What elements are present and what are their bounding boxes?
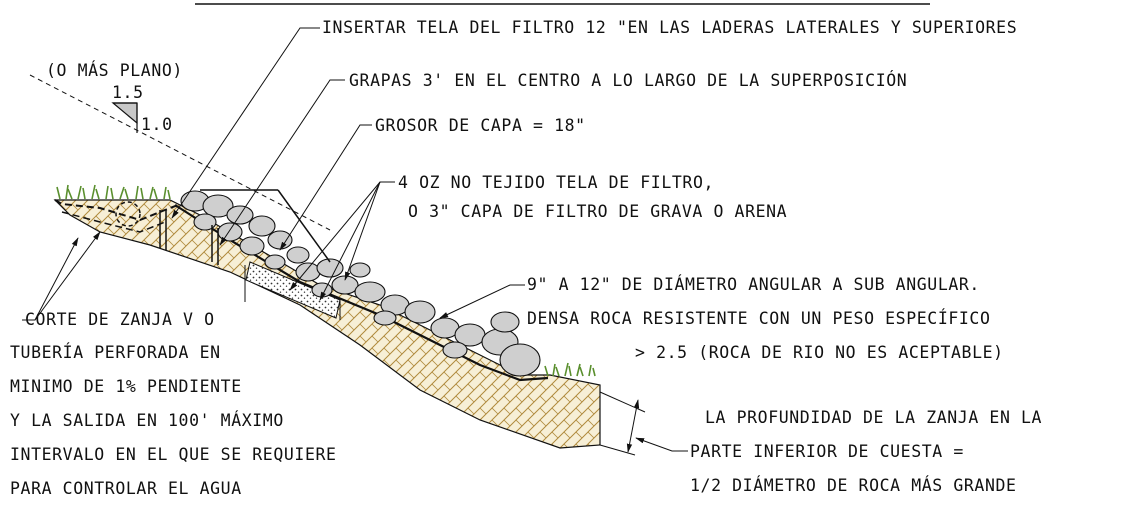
slope-ratio-indicator: (O MÁS PLANO) 1.5 1.0 [29, 61, 331, 231]
slope-triangle [111, 102, 138, 125]
callout-filter-line2: O 3" CAPA DE FILTRO DE GRAVA O ARENA [408, 202, 787, 221]
depth-note-line-1: LA PROFUNDIDAD DE LA ZANJA EN LA [705, 408, 1042, 427]
callout-staples: GRAPAS 3' EN EL CENTRO A LO LARGO DE LA … [349, 71, 907, 90]
callout-rock-line3: > 2.5 (ROCA DE RIO NO ES ACEPTABLE) [635, 343, 1004, 362]
callout-rock-line1: 9" A 12" DE DIÁMETRO ANGULAR A SUB ANGUL… [527, 275, 980, 294]
soil-body [53, 199, 601, 449]
ditch-surface-line [54, 199, 179, 222]
ditch-note-line-4: Y LA SALIDA EN 100' MÁXIMO [10, 411, 284, 430]
staple-pins [159, 210, 219, 265]
ditch-note-line-6: PARA CONTROLAR EL AGUA [10, 479, 242, 498]
perforated-pipe [115, 201, 141, 227]
callout-layer-thickness: GROSOR DE CAPA = 18" [375, 116, 586, 135]
callout-filter-line1: 4 OZ NO TEJIDO TELA DE FILTRO, [398, 173, 714, 192]
ditch-note-line-2: TUBERÍA PERFORADA EN [10, 343, 221, 362]
leader-lines [22, 27, 688, 452]
callout-filter-fabric-edges: INSERTAR TELA DEL FILTRO 12 "EN LAS LADE… [322, 18, 1017, 37]
slope-vertical-label: 1.0 [141, 115, 173, 134]
slope-note: (O MÁS PLANO) [46, 61, 183, 80]
slope-reference-dashed-line [29, 74, 331, 231]
ditch-note-line-1: CORTE DE ZANJA V O [25, 310, 215, 329]
slope-horizontal-label: 1.5 [112, 83, 144, 102]
depth-note-line-3: 1/2 DIÁMETRO DE ROCA MÁS GRANDE [690, 476, 1017, 495]
riprap-rocks [180, 190, 541, 377]
soil-profile [53, 199, 601, 449]
callout-rock-line2: DENSA ROCA RESISTENTE CON UN PESO ESPECÍ… [527, 309, 991, 328]
depth-note-line-2: PARTE INFERIOR DE CUESTA = [690, 442, 964, 461]
ditch-note-line-3: MINIMO DE 1% PENDIENTE [10, 377, 242, 396]
ditch-note-line-5: INTERVALO EN EL QUE SE REQUIERE [10, 445, 337, 464]
ditch-depth-dimension [599, 391, 646, 456]
grass-bottom [544, 362, 596, 377]
grass-top [56, 184, 171, 200]
ditch-lower-line [61, 211, 166, 233]
